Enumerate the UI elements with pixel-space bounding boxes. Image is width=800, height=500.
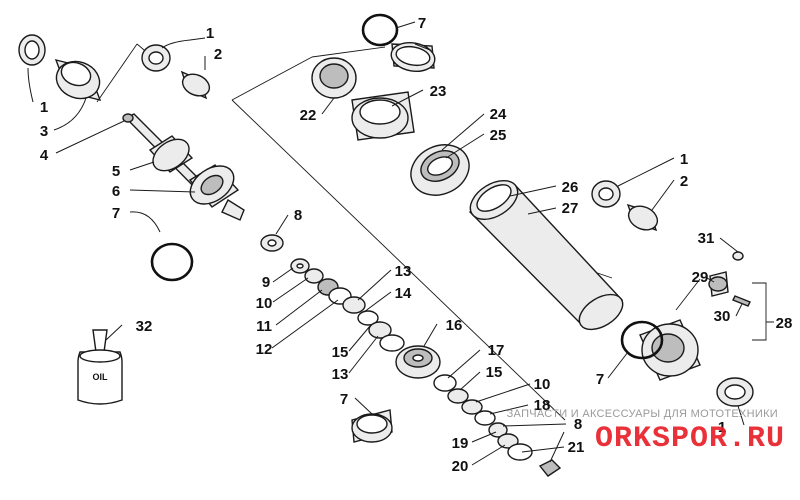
part-1-upper-bushing (141, 44, 171, 72)
oil-bottle-label: OIL (93, 372, 109, 382)
callout-9: 9 (262, 274, 270, 291)
callout-2-right: 2 (680, 173, 688, 190)
callout-30: 30 (714, 308, 731, 325)
callout-7-left: 7 (112, 205, 120, 222)
part-7-left-o-ring (150, 242, 194, 282)
callout-11: 11 (256, 318, 272, 335)
lower-washer-stack (433, 374, 562, 477)
callout-7-right: 7 (596, 371, 604, 388)
part-3-eye-sleeve (54, 58, 102, 102)
part-2-upper-spacer (180, 70, 211, 100)
part-26-27-shock-body-spring (468, 179, 624, 331)
callout-23: 23 (430, 83, 447, 100)
callout-26: 26 (562, 179, 579, 196)
callout-7-bottom: 7 (340, 391, 348, 408)
part-32-oil-bottle: OIL (77, 329, 123, 405)
callout-1-bottom-right: 1 (718, 419, 726, 436)
callout-25: 25 (490, 127, 507, 144)
callout-27: 27 (562, 200, 579, 217)
part-6-lower-eye (188, 164, 245, 221)
part-23-collar (351, 91, 415, 141)
assembly-guide-lines (96, 43, 613, 421)
watermark-logo: ORKSPOR.RU (595, 422, 785, 456)
part-24-25-adjuster-nut (410, 144, 470, 196)
callout-3: 3 (40, 123, 48, 140)
valve-parts-29-30-31 (675, 251, 767, 341)
callout-5: 5 (112, 163, 120, 180)
callout-15-right: 15 (486, 364, 503, 381)
part-28-reservoir-end (639, 319, 754, 407)
watermark: ЗАПЧАСТИ И АКСЕССУАРЫ ДЛЯ МОТОТЕХНИКИ OR… (507, 408, 785, 456)
callout-13-lower: 13 (332, 366, 349, 383)
callout-22: 22 (300, 107, 317, 124)
callout-28: 28 (776, 315, 793, 332)
callout-29: 29 (692, 269, 709, 286)
callout-31: 31 (698, 230, 715, 247)
callout-24: 24 (490, 106, 507, 123)
watermark-tagline: ЗАПЧАСТИ И АКСЕССУАРЫ ДЛЯ МОТОТЕХНИКИ (507, 408, 778, 420)
part-5-shaft-bumper (148, 135, 194, 173)
callout-15-left: 15 (332, 344, 349, 361)
part-1-right-bushing (591, 180, 621, 208)
callout-17: 17 (488, 342, 505, 359)
callout-19: 19 (452, 435, 469, 452)
part-7-top-ring (390, 41, 436, 73)
callout-16: 16 (446, 317, 463, 334)
part-2-right-spacer (626, 203, 659, 232)
callout-18: 18 (534, 397, 551, 414)
callout-12: 12 (256, 341, 273, 358)
callout-4: 4 (40, 147, 49, 164)
part-1-top-left-bushing (18, 34, 46, 66)
callout-2-top: 2 (214, 46, 222, 63)
callout-10-left: 10 (256, 295, 273, 312)
part-7-lower-sleeve (351, 409, 393, 443)
callout-32: 32 (136, 318, 153, 335)
callout-8-lower: 8 (574, 416, 582, 433)
callout-10-right: 10 (534, 376, 551, 393)
callout-1-right: 1 (680, 151, 688, 168)
callout-1-left: 1 (40, 99, 48, 116)
washer-shim-stack (260, 234, 405, 352)
leader-lines (27, 21, 774, 466)
part-7-right-o-ring (620, 320, 664, 360)
callout-21: 21 (568, 439, 585, 456)
callout-6: 6 (112, 183, 120, 200)
callout-14: 14 (395, 285, 412, 302)
callout-20: 20 (452, 458, 469, 475)
callout-7-top: 7 (418, 15, 426, 32)
part-16-piston (395, 345, 441, 379)
callout-13-upper: 13 (395, 263, 412, 280)
callout-1-top: 1 (206, 25, 214, 42)
part-22-body-cap (311, 57, 357, 99)
part-7-top-o-ring (361, 13, 399, 47)
callout-8-upper: 8 (294, 207, 302, 224)
callout-numbers: 1 1 1 1 2 2 3 4 5 6 7 7 7 7 8 8 9 10 10 … (40, 15, 793, 475)
